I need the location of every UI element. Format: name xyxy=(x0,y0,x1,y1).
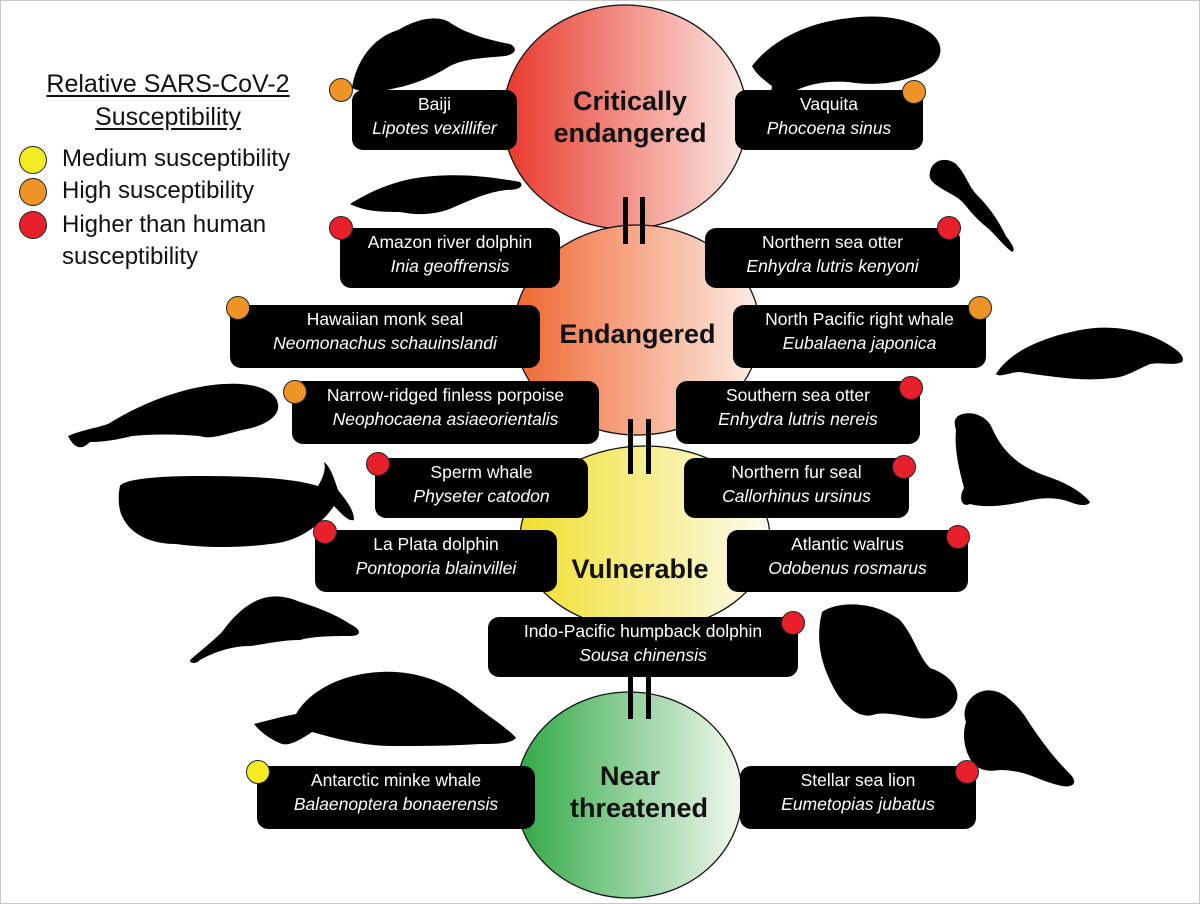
species-box-antarctic-minke-whale: Antarctic minke whale Balaenoptera bonae… xyxy=(257,766,535,829)
susceptibility-dot xyxy=(329,78,353,102)
species-scientific-name: Pontoporia blainvillei xyxy=(355,558,517,578)
species-box-northern-sea-otter: Northern sea otter Enhydra lutris kenyon… xyxy=(705,228,960,288)
species-common-name: Southern sea otter xyxy=(726,385,870,405)
species-scientific-name: Neomonachus schauinslandi xyxy=(273,333,497,353)
species-scientific-name: Eubalaena japonica xyxy=(782,333,937,353)
connector-bar xyxy=(640,197,645,244)
legend-title: Relative SARS-CoV-2 Susceptibility xyxy=(46,70,290,131)
sperm-whale-silhouette xyxy=(118,462,354,547)
species-box-la-plata-dolphin: La Plata dolphin Pontoporia blainvillei xyxy=(315,530,557,592)
endangered-label: Endangered xyxy=(559,319,716,349)
stellar-sea-lion-silhouette xyxy=(964,690,1075,787)
northern-sea-otter-silhouette xyxy=(929,159,1014,252)
species-common-name: Narrow-ridged finless porpoise xyxy=(326,385,565,405)
species-scientific-name: Eumetopias jubatus xyxy=(781,794,935,814)
species-common-name: Indo-Pacific humpback dolphin xyxy=(523,621,763,641)
susceptibility-dot xyxy=(946,525,970,549)
species-common-name: Atlantic walrus xyxy=(791,534,904,554)
hawaiian-monk-seal-silhouette xyxy=(996,327,1183,380)
amazon-river-dolphin-silhouette xyxy=(350,175,522,215)
species-scientific-name: Sousa chinensis xyxy=(579,645,707,665)
species-box-northern-fur-seal: Northern fur seal Callorhinus ursinus xyxy=(684,458,909,518)
species-box-indo-pacific-humpback-dolphin: Indo-Pacific humpback dolphin Sousa chin… xyxy=(488,617,798,677)
legend-medium-dot xyxy=(19,146,47,174)
species-common-name: Stellar sea lion xyxy=(800,770,916,790)
legend-high-label: High susceptibility xyxy=(62,177,255,204)
species-common-name: Hawaiian monk seal xyxy=(306,309,464,329)
species-common-name: Vaquita xyxy=(799,94,859,114)
susceptibility-dot xyxy=(899,376,923,400)
connector-bar xyxy=(646,676,651,719)
susceptibility-dot xyxy=(329,216,353,240)
species-common-name: Sperm whale xyxy=(430,462,533,482)
antarctic-minke-whale-silhouette xyxy=(254,671,516,746)
connector-bar xyxy=(628,676,633,719)
species-box-vaquita: Vaquita Phocoena sinus xyxy=(735,90,923,150)
species-box-southern-sea-otter: Southern sea otter Enhydra lutris nereis xyxy=(676,381,920,444)
species-common-name: Northern sea otter xyxy=(761,232,904,252)
vaquita-silhouette xyxy=(752,16,941,100)
species-scientific-name: Lipotes vexillifer xyxy=(372,118,497,138)
connector-bar xyxy=(628,419,633,474)
species-common-name: Amazon river dolphin xyxy=(367,232,533,252)
species-common-name: Baiji xyxy=(417,94,452,114)
susceptibility-dot xyxy=(955,760,979,784)
la-plata-dolphin-silhouette xyxy=(190,596,359,663)
susceptibility-dot xyxy=(902,80,926,104)
species-common-name: Northern fur seal xyxy=(731,462,862,482)
legend-high-dot xyxy=(19,178,47,206)
species-box-north-pacific-right-whale: North Pacific right whale Eubalaena japo… xyxy=(733,305,986,368)
species-box-atlantic-walrus: Atlantic walrus Odobenus rosmarus xyxy=(727,530,968,592)
susceptibility-dot xyxy=(226,296,250,320)
vulnerable-label: Vulnerable xyxy=(571,554,709,584)
species-box-baiji: Baiji Lipotes vexillifer xyxy=(352,90,517,150)
species-scientific-name: Physeter catodon xyxy=(413,486,550,506)
species-box-stellar-sea-lion: Stellar sea lion Eumetopias jubatus xyxy=(740,766,976,829)
susceptibility-dot xyxy=(366,452,390,476)
species-scientific-name: Odobenus rosmarus xyxy=(768,558,927,578)
species-scientific-name: Inia geoffrensis xyxy=(390,256,510,276)
species-scientific-name: Phocoena sinus xyxy=(766,118,892,138)
baiji-silhouette xyxy=(352,18,515,92)
susceptibility-dot xyxy=(313,520,337,544)
susceptibility-dot xyxy=(892,455,916,479)
finless-porpoise-silhouette xyxy=(68,383,279,448)
connector-bar xyxy=(646,419,651,474)
susceptibility-dot xyxy=(968,296,992,320)
species-scientific-name: Neophocaena asiaeorientalis xyxy=(332,409,559,429)
susceptibility-dot xyxy=(283,380,307,404)
southern-sea-otter-silhouette xyxy=(954,413,1090,507)
legend-higher-dot xyxy=(19,211,47,239)
susceptibility-dot xyxy=(781,611,805,635)
species-scientific-name: Enhydra lutris kenyoni xyxy=(746,256,919,276)
susceptibility-dot xyxy=(937,216,961,240)
critically-endangered-label: Critically endangered xyxy=(553,86,707,148)
species-box-hawaiian-monk-seal: Hawaiian monk seal Neomonachus schauinsl… xyxy=(230,305,540,368)
species-common-name: La Plata dolphin xyxy=(373,534,499,554)
species-scientific-name: Balaenoptera bonaerensis xyxy=(293,794,499,814)
species-box-finless-porpoise: Narrow-ridged finless porpoise Neophocae… xyxy=(292,381,599,444)
legend-higher-label: Higher than human susceptibility xyxy=(62,211,267,270)
species-scientific-name: Enhydra lutris nereis xyxy=(718,409,878,429)
species-box-sperm-whale: Sperm whale Physeter catodon xyxy=(375,458,588,518)
near-threatened-label: Near threatened xyxy=(570,761,709,823)
susceptibility-dot xyxy=(246,760,270,784)
species-box-amazon-river-dolphin: Amazon river dolphin Inia geoffrensis xyxy=(340,228,560,288)
connector-bar xyxy=(623,197,628,244)
species-scientific-name: Callorhinus ursinus xyxy=(722,486,871,506)
species-common-name: North Pacific right whale xyxy=(765,309,954,329)
walrus-silhouette xyxy=(819,604,958,719)
legend-medium-label: Medium susceptibility xyxy=(62,145,291,172)
species-common-name: Antarctic minke whale xyxy=(310,770,482,790)
